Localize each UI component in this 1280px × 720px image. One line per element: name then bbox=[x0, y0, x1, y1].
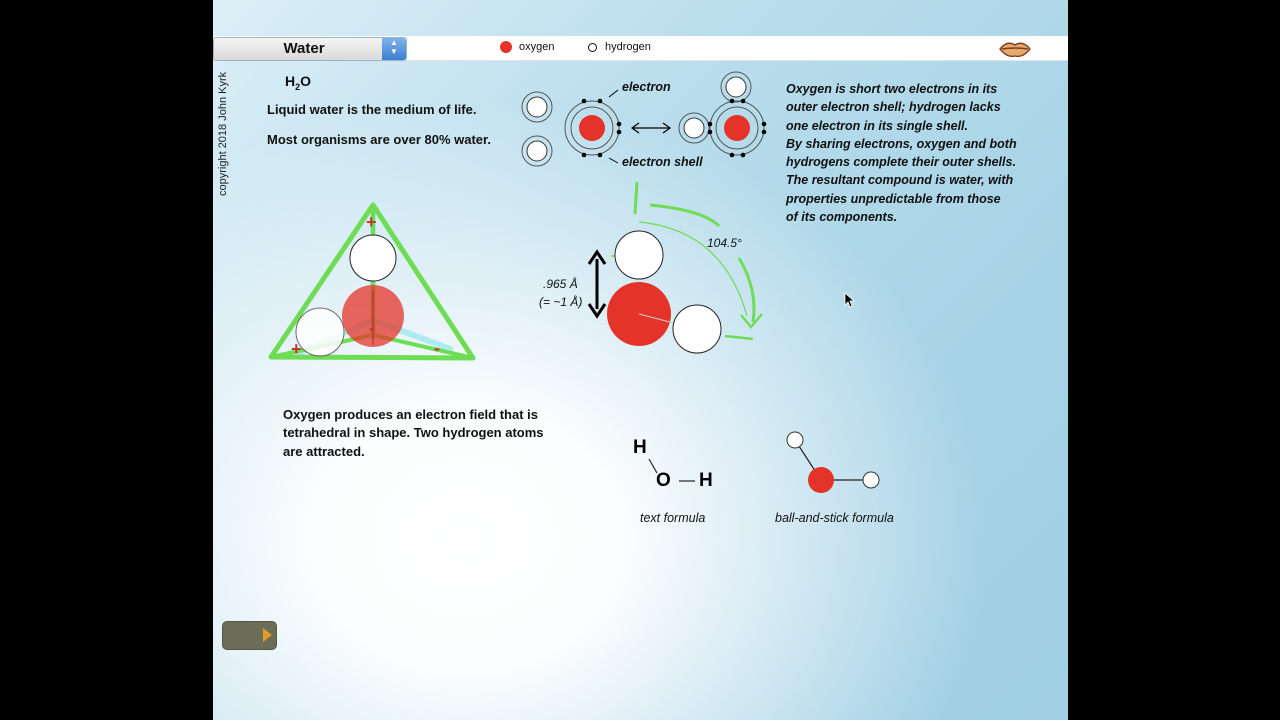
formula-o-center: O bbox=[656, 470, 671, 491]
select-arrows-icon: ▲▼ bbox=[382, 38, 406, 60]
explanation-line: outer electron shell; hydrogen lacks bbox=[786, 100, 1001, 115]
bond-length-label: .965 Å bbox=[543, 277, 578, 291]
oxygen-atom-left bbox=[564, 98, 622, 158]
hydrogen-atom-left-bottom bbox=[521, 135, 553, 167]
intro-line-2: Most organisms are over 80% water. bbox=[267, 132, 491, 147]
water-slide: Water ▲▼ oxygen hydrogen copyright 2018 … bbox=[213, 0, 1068, 720]
hydrogen-legend-icon bbox=[588, 43, 597, 52]
mouse-cursor-icon bbox=[844, 292, 856, 308]
minus-sign-right: - bbox=[434, 338, 440, 358]
formula-heading: H2O bbox=[285, 73, 311, 92]
hydrogen-atom-left-top bbox=[521, 91, 553, 123]
tetra-line: are attracted. bbox=[283, 443, 365, 459]
tetrahedral-text: Oxygen produces an electron field that i… bbox=[283, 406, 544, 461]
minus-sign-center: - bbox=[369, 318, 375, 338]
explanation-text: Oxygen is short two electrons in its out… bbox=[786, 80, 1046, 226]
plus-sign-left: + bbox=[291, 339, 302, 359]
formula-o: O bbox=[300, 73, 312, 89]
next-button[interactable] bbox=[222, 621, 277, 650]
oxygen-legend-label: oxygen bbox=[519, 41, 555, 53]
double-arrow-icon bbox=[630, 122, 672, 134]
play-arrow-icon bbox=[263, 628, 272, 642]
formula-h-top: H bbox=[633, 437, 647, 458]
electron-shell-label: electron shell bbox=[622, 155, 703, 169]
copyright-text: copyright 2018 John Kyrk bbox=[217, 71, 229, 196]
explanation-line: Oxygen is short two electrons in its bbox=[786, 82, 998, 96]
bond-angle-label: 104.5° bbox=[707, 236, 742, 250]
formula-h: H bbox=[285, 73, 296, 89]
topic-select[interactable]: Water ▲▼ bbox=[213, 37, 407, 61]
ball-stick-caption: ball-and-stick formula bbox=[775, 511, 894, 525]
explanation-line: properties unpredictable from those bbox=[786, 191, 1001, 206]
electron-label: electron bbox=[622, 80, 671, 94]
explanation-line: one electron in its single shell. bbox=[786, 118, 968, 133]
formula-sub: 2 bbox=[295, 81, 301, 92]
lips-icon[interactable] bbox=[998, 39, 1032, 59]
topic-select-label: Water bbox=[283, 40, 325, 57]
explanation-line: hydrogens complete their outer shells. bbox=[786, 155, 1016, 170]
explanation-line: of its components. bbox=[786, 210, 898, 225]
ball-and-stick-model bbox=[786, 431, 880, 493]
tetra-line: Oxygen produces an electron field that i… bbox=[283, 407, 539, 422]
formula-h-right: H bbox=[699, 470, 713, 491]
bond-length-approx-label: (= ~1 Å) bbox=[539, 295, 583, 309]
bond-geometry-diagram bbox=[587, 181, 763, 354]
explanation-line: By sharing electrons, oxygen and both bbox=[786, 136, 1017, 151]
plus-sign-top: + bbox=[366, 212, 377, 232]
hydrogen-legend-label: hydrogen bbox=[605, 41, 651, 53]
oxygen-legend-icon bbox=[500, 41, 512, 53]
tetra-line: tetrahedral in shape. Two hydrogen atoms bbox=[283, 425, 544, 441]
explanation-line: The resultant compound is water, with bbox=[786, 173, 1014, 188]
text-formula-caption: text formula bbox=[640, 511, 706, 525]
water-electron-model bbox=[678, 71, 767, 158]
intro-line-1: Liquid water is the medium of life. bbox=[267, 102, 477, 117]
